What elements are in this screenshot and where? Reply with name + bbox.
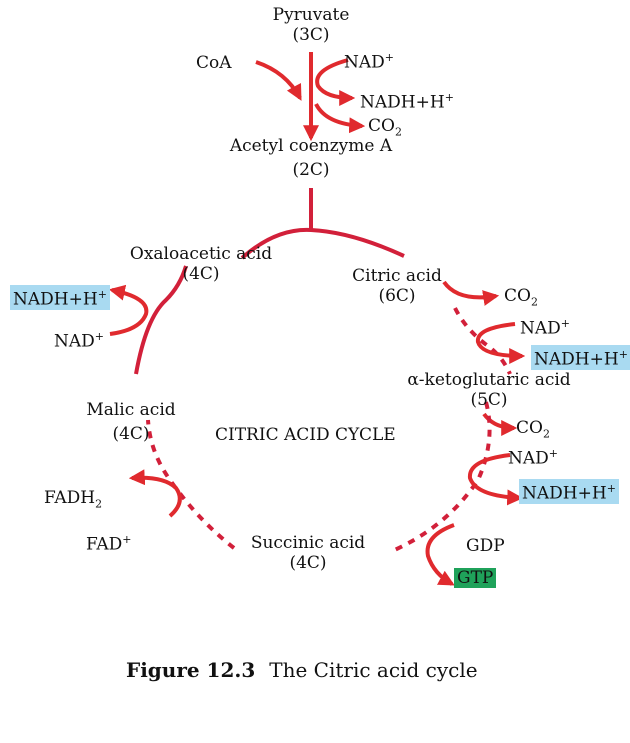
coa-label: CoA [196, 53, 232, 73]
figure-title: The Citric acid cycle [269, 658, 478, 682]
nad-to-nadh-arrow-2 [475, 322, 526, 364]
figure-caption: Figure 12.3 The Citric acid cycle [126, 658, 478, 682]
ketoglutaric-carbons: (5C) [470, 390, 508, 410]
nadh-label-2: NADH+H+ [531, 345, 630, 370]
oxaloacetic-carbons: (4C) [182, 264, 220, 284]
coa-in-arrow [255, 60, 302, 101]
gtp-label: GTP [454, 568, 497, 588]
co2-label-3: CO2 [516, 418, 550, 441]
gdp-to-gtp-arrow [425, 523, 455, 586]
fadh2-label: FADH2 [44, 488, 103, 511]
nadh-label-1: NADH+H+ [360, 91, 454, 113]
nad-to-nadh-arrow [315, 58, 356, 106]
nad-label-4: NAD+ [54, 330, 105, 352]
cycle-dashed-keto-succinic [389, 401, 492, 554]
ketoglutaric-label: α-ketoglutaric acid (5C) [388, 370, 590, 410]
nad-to-nadh-arrow-4 [108, 284, 149, 336]
co2-out-arrow-3 [482, 412, 518, 436]
nad-label-3: NAD+ [508, 447, 559, 469]
co2-out-arrow-2 [442, 280, 500, 306]
cycle-center-label: CITRIC ACID CYCLE [215, 425, 396, 445]
malic-carbons: (4C) [112, 424, 150, 444]
nadh-label-4: NADH+H+ [10, 285, 110, 310]
acetyl-coa-carbons: (2C) [292, 160, 330, 180]
succinic-label: Succinic acid (4C) [236, 533, 380, 573]
co2-label-1: CO2 [368, 116, 402, 139]
nad-to-nadh-arrow-3 [467, 453, 524, 506]
citric-carbons: (6C) [378, 286, 416, 306]
succinic-carbons: (4C) [289, 553, 327, 573]
oxaloacetic-label: Oxaloacetic acid (4C) [110, 244, 292, 284]
fad-label: FAD+ [86, 533, 132, 555]
cycle-arc-oxalo-citric [240, 227, 405, 260]
gdp-label: GDP [466, 536, 505, 556]
nad-label-1: NAD+ [344, 51, 395, 73]
figure-number: Figure 12.3 [126, 658, 256, 682]
co2-out-arrow-1 [314, 102, 366, 134]
malic-label: Malic acid (4C) [72, 400, 190, 444]
pyruvate-label: Pyruvate (3C) [268, 5, 354, 45]
fad-to-fadh2-arrow [128, 469, 182, 518]
pyruvate-carbons: (3C) [292, 25, 330, 45]
nad-label-2: NAD+ [520, 317, 571, 339]
citric-label: Citric acid (6C) [344, 266, 450, 306]
acetyl-coa-label: Acetyl coenzyme A (2C) [200, 136, 422, 180]
cycle-dashed-citric-keto [453, 307, 512, 375]
co2-label-2: CO2 [504, 286, 538, 309]
cycle-arc-malic-oxalo [134, 265, 188, 375]
nadh-label-3: NADH+H+ [519, 479, 619, 504]
